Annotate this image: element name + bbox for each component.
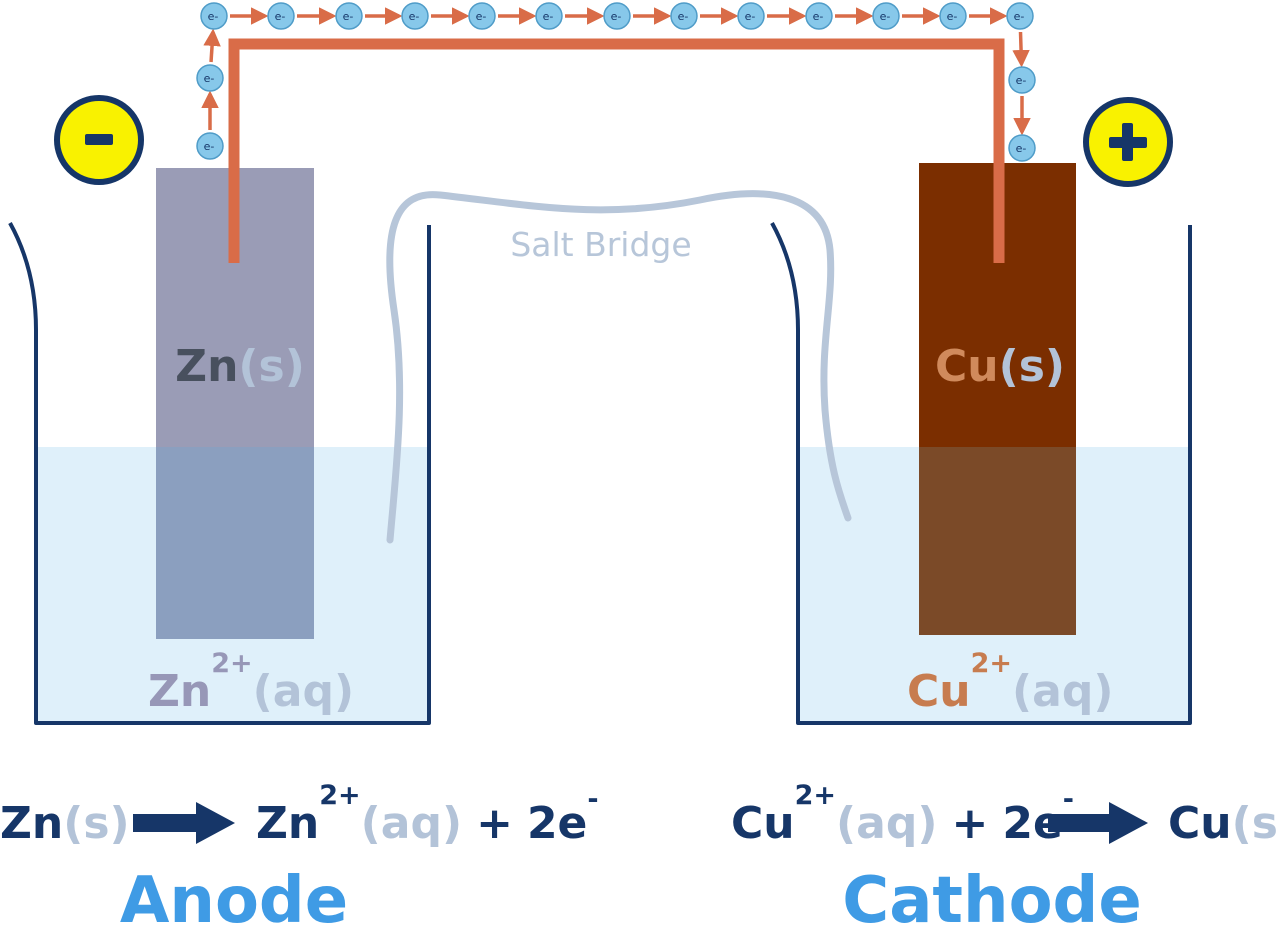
electron-symbol: e- bbox=[204, 140, 215, 153]
electron-icon bbox=[1008, 66, 1036, 94]
electron-icon bbox=[939, 2, 967, 30]
electron-flow: e-e-e-e-e-e-e-e-e-e-e-e-e-e-e-e-e- bbox=[196, 2, 1036, 162]
electron-icon bbox=[603, 2, 631, 30]
copper-electrode-label: Cu(s) bbox=[935, 341, 1065, 392]
electron-flow-arrow bbox=[203, 28, 221, 63]
electron: e- bbox=[196, 132, 224, 160]
salt-bridge-label: Salt Bridge bbox=[510, 225, 691, 264]
electron: e- bbox=[872, 2, 900, 30]
electron-symbol: e- bbox=[745, 10, 756, 23]
external-wire bbox=[228, 38, 1005, 263]
electron: e- bbox=[401, 2, 429, 30]
negative-terminal: - bbox=[54, 95, 144, 185]
electron: e- bbox=[535, 2, 563, 30]
cathode-title: Cathode bbox=[842, 864, 1142, 927]
electron-icon bbox=[1008, 134, 1036, 162]
svg-text:Cu(s): Cu(s) bbox=[1168, 798, 1280, 849]
electron-icon bbox=[401, 2, 429, 30]
svg-text:Cu2+(aq)+2e-: Cu2+(aq)+2e- bbox=[731, 780, 1074, 849]
cathode-beaker bbox=[770, 222, 1192, 725]
zinc-electrode-submerged bbox=[156, 447, 314, 639]
svg-text:Zn(s): Zn(s) bbox=[0, 798, 130, 849]
electron-icon bbox=[468, 2, 496, 30]
electron: e- bbox=[670, 2, 698, 30]
electron-symbol: e- bbox=[1016, 74, 1027, 87]
electron-symbol: e- bbox=[409, 10, 420, 23]
anode-equation: Zn(s) Zn2+(aq)+2e- bbox=[0, 780, 599, 849]
electron-symbol: e- bbox=[543, 10, 554, 23]
electron-symbol: e- bbox=[476, 10, 487, 23]
zinc-electrode-label: Zn(s) bbox=[175, 341, 305, 392]
cathode-reaction-arrow bbox=[1048, 802, 1148, 844]
copper-ion-label: Cu2+(aq) bbox=[907, 648, 1113, 717]
electron-symbol: e- bbox=[1016, 142, 1027, 155]
salt-bridge-tube bbox=[386, 190, 852, 544]
electron-icon bbox=[200, 2, 228, 30]
positive-terminal: + bbox=[1083, 97, 1173, 187]
electron-icon bbox=[737, 2, 765, 30]
electron-icon bbox=[535, 2, 563, 30]
electron-icon bbox=[196, 64, 224, 92]
electron: e- bbox=[196, 64, 224, 92]
electron: e- bbox=[200, 2, 228, 30]
electron-icon bbox=[670, 2, 698, 30]
electron-symbol: e- bbox=[611, 10, 622, 23]
zinc-ion-label: Zn2+(aq) bbox=[148, 648, 354, 717]
electron-symbol: e- bbox=[947, 10, 958, 23]
electron: e- bbox=[267, 2, 295, 30]
electron-symbol: e- bbox=[880, 10, 891, 23]
electron-icon bbox=[196, 132, 224, 160]
electron-symbol: e- bbox=[1014, 10, 1025, 23]
electron-symbol: e- bbox=[813, 10, 824, 23]
electron-icon bbox=[335, 2, 363, 30]
electron-symbol: e- bbox=[678, 10, 689, 23]
electron-symbol: e- bbox=[208, 10, 219, 23]
electron-symbol: e- bbox=[204, 72, 215, 85]
electron: e- bbox=[468, 2, 496, 30]
electron: e- bbox=[1008, 66, 1036, 94]
electron: e- bbox=[603, 2, 631, 30]
electron-icon bbox=[267, 2, 295, 30]
electron: e- bbox=[1006, 2, 1034, 30]
cathode-equation: Cu2+(aq)+2e- Cu(s) bbox=[731, 780, 1280, 849]
electron-icon bbox=[805, 2, 833, 30]
electron-symbol: e- bbox=[343, 10, 354, 23]
electron: e- bbox=[939, 2, 967, 30]
anode-beaker bbox=[8, 222, 431, 725]
electron-symbol: e- bbox=[275, 10, 286, 23]
anode-title: Anode bbox=[120, 864, 348, 927]
electron-flow-arrow bbox=[1012, 31, 1030, 68]
electron: e- bbox=[737, 2, 765, 30]
electron: e- bbox=[335, 2, 363, 30]
electron-icon bbox=[1006, 2, 1034, 30]
anode-reaction-arrow bbox=[133, 802, 235, 844]
electron: e- bbox=[1008, 134, 1036, 162]
svg-text:Zn2+(aq)+2e-: Zn2+(aq)+2e- bbox=[256, 780, 599, 849]
electron: e- bbox=[805, 2, 833, 30]
electron-icon bbox=[872, 2, 900, 30]
copper-electrode-submerged bbox=[919, 447, 1076, 635]
